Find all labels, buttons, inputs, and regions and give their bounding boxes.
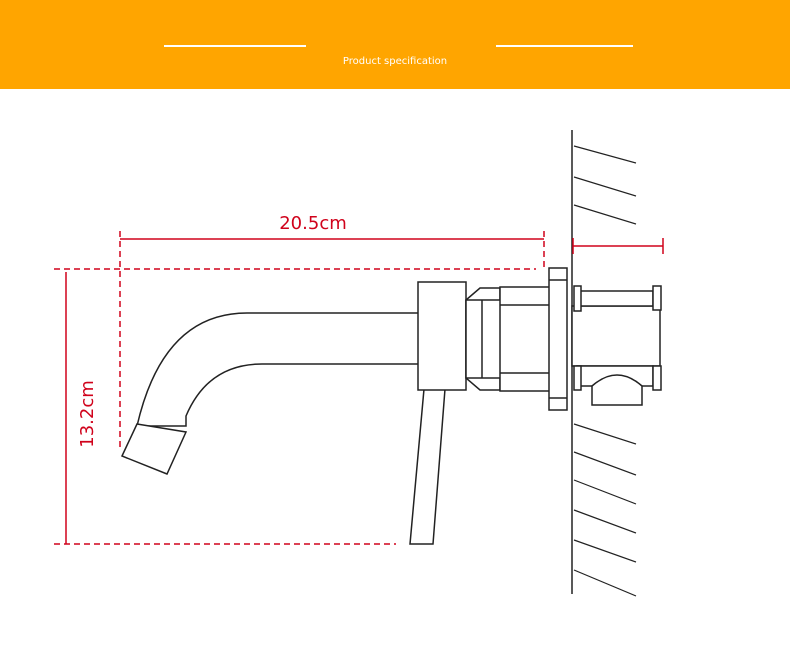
- valve-body: [417, 281, 467, 391]
- wall-hatching: [573, 145, 637, 597]
- dimension-lines: [54, 231, 664, 545]
- coupling-nut: [499, 286, 553, 392]
- faucet-dimension-drawing: 20.5cm 13.2cm: [54, 130, 664, 597]
- valve-pipe-top: [576, 290, 654, 307]
- in-wall-valve: [571, 305, 661, 367]
- banner-title: Product specification: [342, 56, 448, 67]
- spout-tip: [120, 423, 188, 475]
- banner-rule-left: [164, 45, 306, 47]
- lever-handle: [409, 388, 446, 545]
- length-dimension-label: 20.5cm: [279, 213, 347, 234]
- flange: [548, 267, 568, 411]
- height-dimension-label: 13.2cm: [77, 380, 98, 448]
- valve-cap: [591, 374, 643, 406]
- faucet: [120, 267, 662, 545]
- spout: [136, 312, 421, 427]
- banner-rule-right: [496, 45, 633, 47]
- header-banner: Product specification: [0, 0, 790, 89]
